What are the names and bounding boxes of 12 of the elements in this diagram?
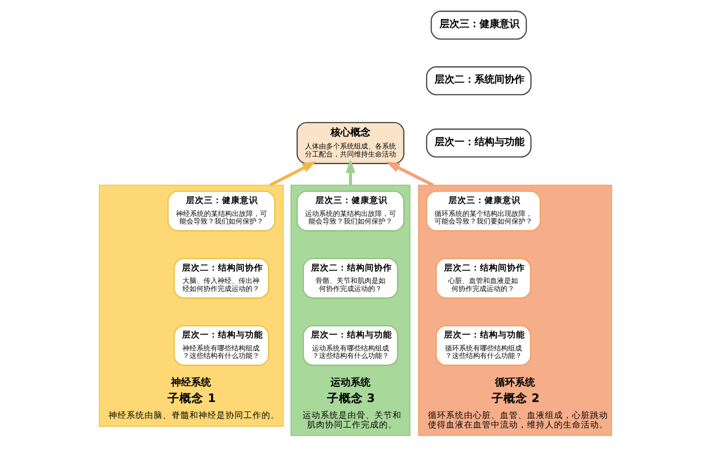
node-box: 层次三：健康意识	[430, 10, 527, 40]
node-label: 子概念 1	[168, 390, 216, 405]
node-label: 运动系统是由骨、关节和肌肉协同工作完成的。	[302, 411, 402, 430]
node-label: 神经系统由脑、脊髓和神经是协同工作的。	[108, 411, 280, 422]
node-label: 循环系统由心脏、血管、血液组成，心脏跳动使得血液在血管中流动，维持人的生命活动。	[428, 411, 608, 430]
arrow	[386, 161, 434, 187]
node-box: 层次一：结构与功能	[426, 128, 532, 158]
node-box: 层次二：系统间协作	[426, 66, 532, 96]
node-label: 子概念 2	[492, 390, 540, 405]
node-label: 子概念 3	[326, 390, 375, 405]
arrow	[269, 161, 316, 187]
arrow	[346, 159, 356, 186]
